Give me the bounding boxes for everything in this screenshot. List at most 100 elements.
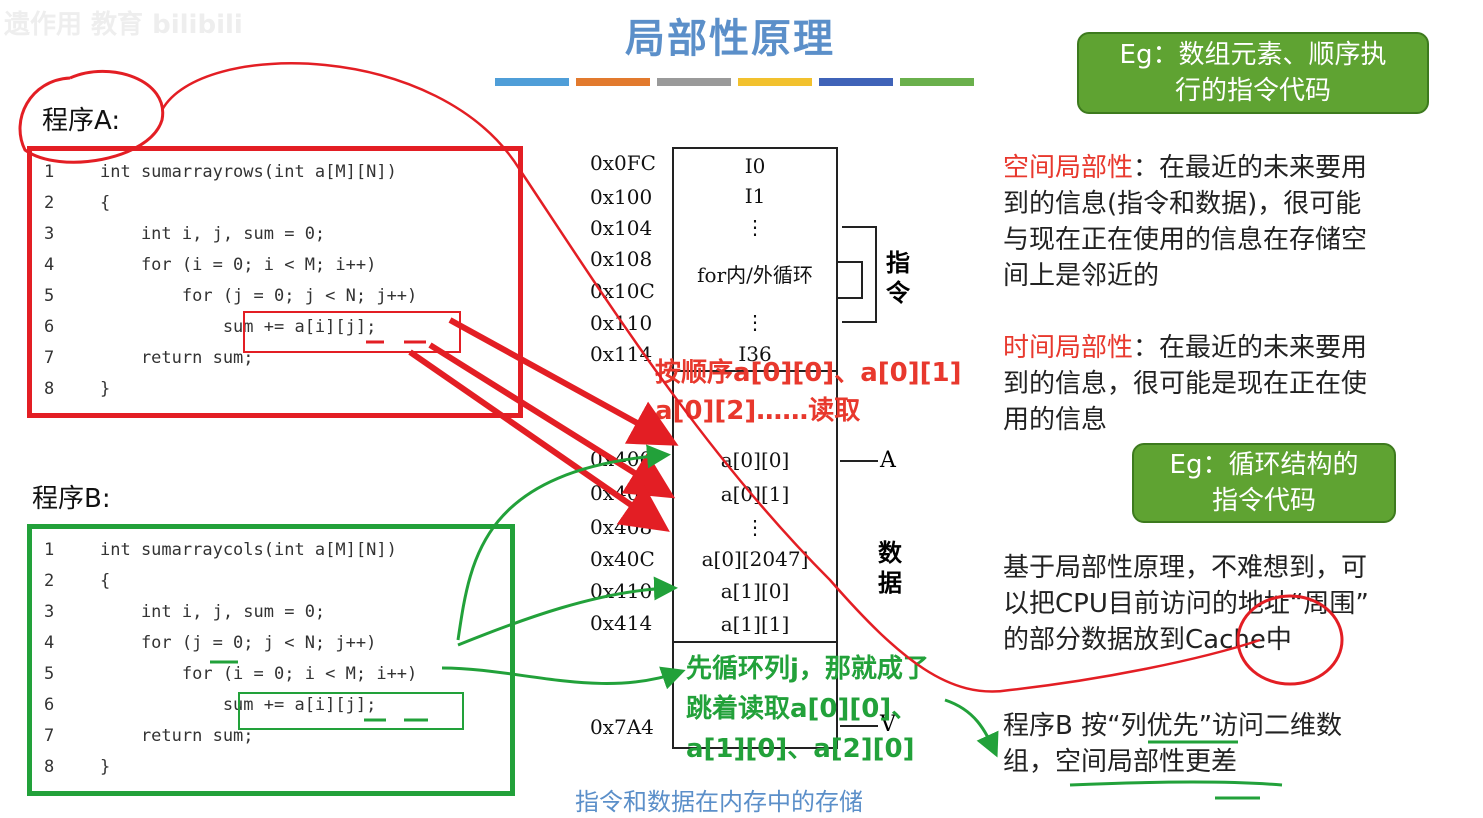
code-text: return sum;: [100, 348, 254, 368]
color-bar-segment: [495, 78, 569, 86]
memory-cell: a[0][0]: [672, 443, 838, 479]
temporal-locality: 时间局部性：在最近的未来要用 到的信息，很可能是现在正在使 用的信息: [1003, 330, 1473, 438]
program-a-code-box: 1 int sumarrayrows(int a[M][N]) 2 {3 int i,…: [27, 146, 523, 418]
line-number: 5: [44, 286, 55, 306]
basis-line-2: 以把CPU目前访问的地址“周围”: [1003, 589, 1369, 619]
example-bubble-mid-line-1: Eg：循环结构的: [1169, 450, 1359, 480]
program-a-sum-highlight: [243, 311, 461, 353]
red-note-line-1: 按顺序a[0][0]、a[0][1]: [655, 358, 962, 388]
code-text: return sum;: [100, 726, 254, 746]
example-bubble-mid: Eg：循环结构的 指令代码: [1132, 443, 1396, 523]
memory-address: 0x0FC: [590, 151, 656, 175]
temporal-term: 时间局部性: [1003, 333, 1134, 363]
memory-caption: 指令和数据在内存中的存储: [575, 788, 863, 816]
memory-address: 0x110: [590, 311, 653, 335]
pointer-a-label: A: [880, 448, 896, 473]
line-number: 7: [44, 726, 55, 746]
green-underline-spatial: [1069, 780, 1283, 800]
line-number: 3: [44, 602, 55, 622]
memory-cell: ⋮: [672, 212, 838, 245]
memory-address: 0x414: [590, 611, 653, 635]
line-number: 5: [44, 664, 55, 684]
pointer-v-label: V: [880, 712, 896, 737]
memory-cell: for内/外循环: [672, 243, 838, 309]
spatial-line-1: ：在最近的未来要用: [1133, 153, 1368, 183]
example-bubble-top: Eg：数组元素、顺序执 行的指令代码: [1077, 32, 1429, 114]
loop-arrow: [838, 261, 863, 299]
line-number: 1: [44, 540, 55, 560]
locality-basis: 基于局部性原理，不难想到，可 以把CPU目前访问的地址“周围” 的部分数据放到C…: [1003, 550, 1473, 658]
conclusion-line-1: 程序B 按“列优先”访问二维数: [1003, 711, 1343, 741]
memory-cell: I0: [672, 147, 838, 185]
memory-address: 0x104: [590, 216, 653, 240]
instruction-label: 指 令: [886, 249, 910, 307]
memory-cell: ⋮: [672, 511, 838, 545]
color-bar-segment: [819, 78, 893, 86]
green-note-line-3: a[1][0]、a[2][0]: [686, 734, 915, 764]
red-note-line-2: a[0][2]……读取: [655, 396, 861, 426]
spatial-line-2: 到的信息(指令和数据)，很可能: [1003, 189, 1362, 219]
memory-address: 0x100: [590, 185, 653, 209]
temporal-line-1: ：在最近的未来要用: [1133, 333, 1368, 363]
color-bar-segment: [900, 78, 974, 86]
memory-cell: a[1][0]: [672, 575, 838, 609]
example-bubble-top-line-1: Eg：数组元素、顺序执: [1119, 40, 1387, 70]
green-arrow-4: [944, 698, 999, 758]
green-note-line-1: 先循环列j，那就成了: [686, 654, 929, 684]
data-label: 数 据: [878, 539, 902, 597]
line-number: 8: [44, 379, 55, 399]
example-bubble-top-line-2: 行的指令代码: [1174, 76, 1331, 106]
spatial-locality: 空间局部性：在最近的未来要用 到的信息(指令和数据)，很可能 与现在正在使用的信…: [1003, 150, 1473, 294]
code-text: int i, j, sum = 0;: [100, 224, 326, 244]
spatial-term: 空间局部性: [1003, 153, 1134, 183]
line-number: 4: [44, 633, 55, 653]
line-number: 8: [44, 757, 55, 777]
code-text: sum += a[i][j];: [100, 695, 377, 715]
memory-address: 0x40C: [590, 547, 655, 571]
code-text: for (i = 0; i < M; i++): [100, 255, 377, 275]
code-text: int sumarrayrows(int a[M][N]): [100, 162, 397, 182]
code-text: {: [100, 571, 111, 591]
green-note-line-2: 跳着读取a[0][0]、: [686, 694, 918, 724]
code-text: {: [100, 193, 111, 213]
basis-line-3: 的部分数据放到Cache中: [1003, 625, 1292, 655]
memory-address: 0x400: [590, 447, 653, 471]
program-b-label: 程序B:: [32, 484, 111, 514]
code-text: for (j = 0; j < N; j++): [100, 286, 418, 306]
code-text: int sumarraycols(int a[M][N]): [100, 540, 397, 560]
line-number: 6: [44, 317, 55, 337]
code-text: }: [100, 757, 111, 777]
code-text: for (i = 0; i < M; i++): [100, 664, 418, 684]
code-text: for (j = 0; j < N; j++): [100, 633, 377, 653]
conclusion: 程序B 按“列优先”访问二维数 组，空间局部性更差: [1003, 708, 1473, 780]
color-bar-segment: [576, 78, 650, 86]
memory-address: 0x408: [590, 515, 653, 539]
memory-cell: a[0][2047]: [672, 543, 838, 577]
page-title: 局部性原理: [625, 16, 835, 62]
line-number: 2: [44, 193, 55, 213]
program-a-label: 程序A:: [42, 106, 121, 136]
memory-address: 0x7A4: [590, 715, 654, 739]
memory-cell: a[1][1]: [672, 607, 838, 643]
spatial-line-3: 与现在正在使用的信息在存储空: [1003, 225, 1368, 255]
temporal-line-2: 到的信息，很可能是现在正在使: [1003, 369, 1368, 399]
line-number: 3: [44, 224, 55, 244]
color-bar-segment: [657, 78, 731, 86]
memory-address: 0x410: [590, 579, 653, 603]
memory-cell: I1: [672, 181, 838, 214]
line-number: 4: [44, 255, 55, 275]
color-bar-segment: [738, 78, 812, 86]
watermark: 遗作用 教育 bilibili: [4, 10, 243, 40]
code-text: }: [100, 379, 111, 399]
spatial-line-4: 间上是邻近的: [1003, 261, 1160, 291]
line-number: 1: [44, 162, 55, 182]
temporal-line-3: 用的信息: [1003, 405, 1108, 435]
line-number: 6: [44, 695, 55, 715]
conclusion-line-2: 组，空间局部性更差: [1003, 747, 1238, 777]
memory-cell: a[0][1]: [672, 477, 838, 513]
memory-address: 0x404: [590, 481, 653, 505]
memory-address: 0x10C: [590, 279, 655, 303]
example-bubble-mid-line-2: 指令代码: [1211, 486, 1316, 516]
memory-cell: ⋮: [672, 307, 838, 340]
